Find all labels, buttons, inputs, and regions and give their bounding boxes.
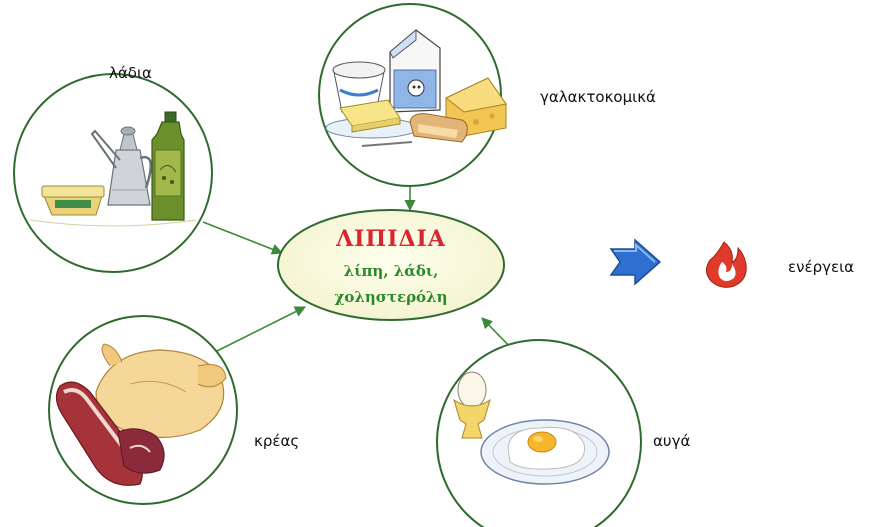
- arrow-meat-to-center: [214, 306, 307, 353]
- arrow-oils-to-center: [202, 221, 284, 255]
- center-subtitle-line1: λίπη, λάδι,: [343, 262, 439, 280]
- center-subtitle-line2: χοληστερόλη: [334, 288, 448, 306]
- milk-carton-image: [389, 29, 441, 113]
- oils-label: λάδια: [109, 64, 152, 82]
- boiled-egg-image: [453, 371, 491, 439]
- oils-circle: [13, 73, 213, 273]
- butter-block-image: [325, 99, 419, 147]
- dairy-label: γαλακτοκομικά: [540, 88, 656, 106]
- fried-egg-plate-image: [480, 419, 610, 485]
- yogurt-cup-image: [332, 61, 386, 113]
- oil-can-image: [90, 126, 153, 206]
- meat-steak-image: [55, 381, 165, 486]
- chicken-image: [95, 343, 227, 439]
- butter-tub-image: [41, 185, 105, 216]
- dairy-circle: [318, 3, 507, 187]
- energy-label: ενέργεια: [788, 258, 855, 276]
- meat-label: κρέας: [254, 432, 300, 450]
- bread-slice-image: [409, 113, 468, 143]
- eggs-circle: [436, 339, 642, 527]
- center-title: ΛΙΠΙΔΙΑ: [336, 226, 446, 252]
- eggs-label: αυγά: [653, 432, 691, 450]
- flame-icon: [706, 241, 747, 288]
- energy-arrow-icon: [609, 238, 662, 286]
- meat-circle: [48, 315, 238, 505]
- olive-oil-bottle-image: [151, 111, 185, 221]
- center-ellipse: [277, 209, 505, 321]
